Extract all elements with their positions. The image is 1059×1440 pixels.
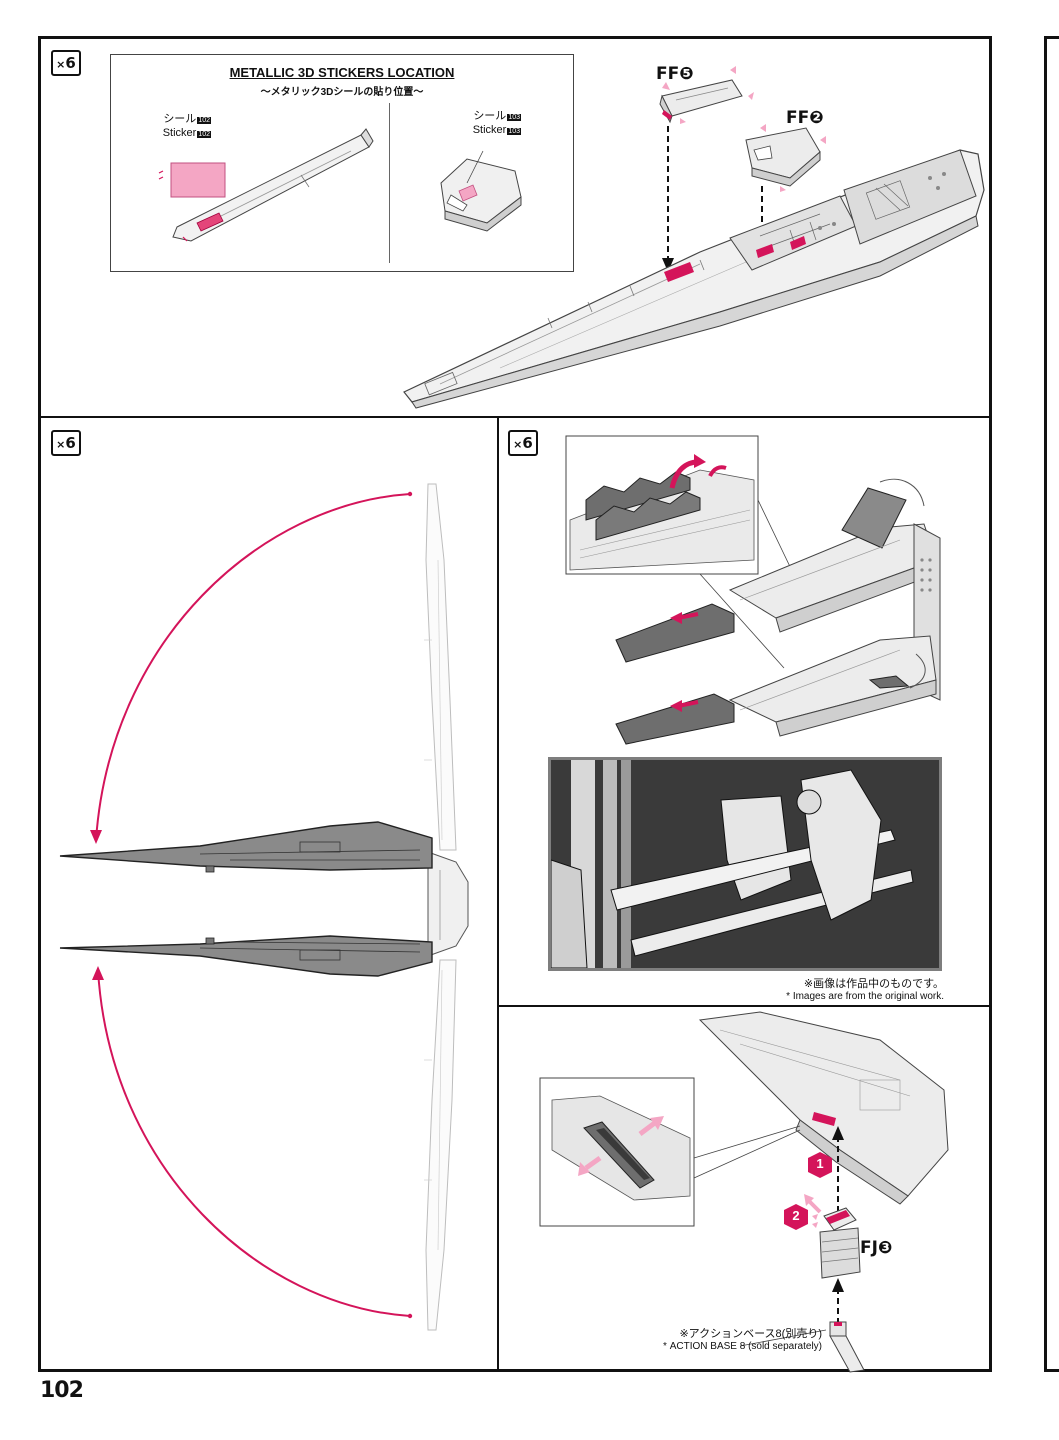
sticker-location-title: METALLIC 3D STICKERS LOCATION (229, 65, 455, 80)
step-1-marker (808, 1152, 832, 1178)
anime-still-drawing (551, 760, 939, 968)
action-base-note: ※アクションベース8(別売り) * ACTION BASE 8 (sold se… (663, 1328, 822, 1352)
multiplier-badge-right: ×6 (508, 430, 538, 456)
part-label-ff2: FF❷ (786, 108, 824, 128)
multiplier-badge-left: ×6 (51, 430, 81, 456)
photo-caption: ※画像は作品中のものです。 * Images are from the orig… (786, 978, 944, 1002)
top-panel-illustration (403, 66, 985, 409)
sticker-location-box: METALLIC 3D STICKERS LOCATION 〜メタリック3Dシー… (110, 54, 574, 272)
divider-top (41, 416, 989, 418)
anime-still-image (548, 757, 942, 971)
divider-vertical (497, 416, 499, 1369)
step-2-number: 2 (792, 1208, 800, 1223)
divider-right (497, 1005, 989, 1007)
part-label-ff5: FF❺ (656, 64, 694, 84)
part-label-fj3: FJ❸ (860, 1238, 893, 1258)
page-number: 102 (40, 1378, 84, 1403)
next-page-edge (1044, 36, 1059, 1372)
sticker-blade-illustration (158, 128, 522, 242)
sticker-location-subtitle: 〜メタリック3Dシールの貼り位置〜 (260, 87, 424, 98)
step-1-number: 1 (816, 1156, 824, 1171)
sticker-box-divider (389, 103, 390, 263)
sticker-102-shape (170, 162, 226, 198)
multiplier-badge-top: ×6 (51, 50, 81, 76)
step-2-marker (784, 1204, 808, 1230)
